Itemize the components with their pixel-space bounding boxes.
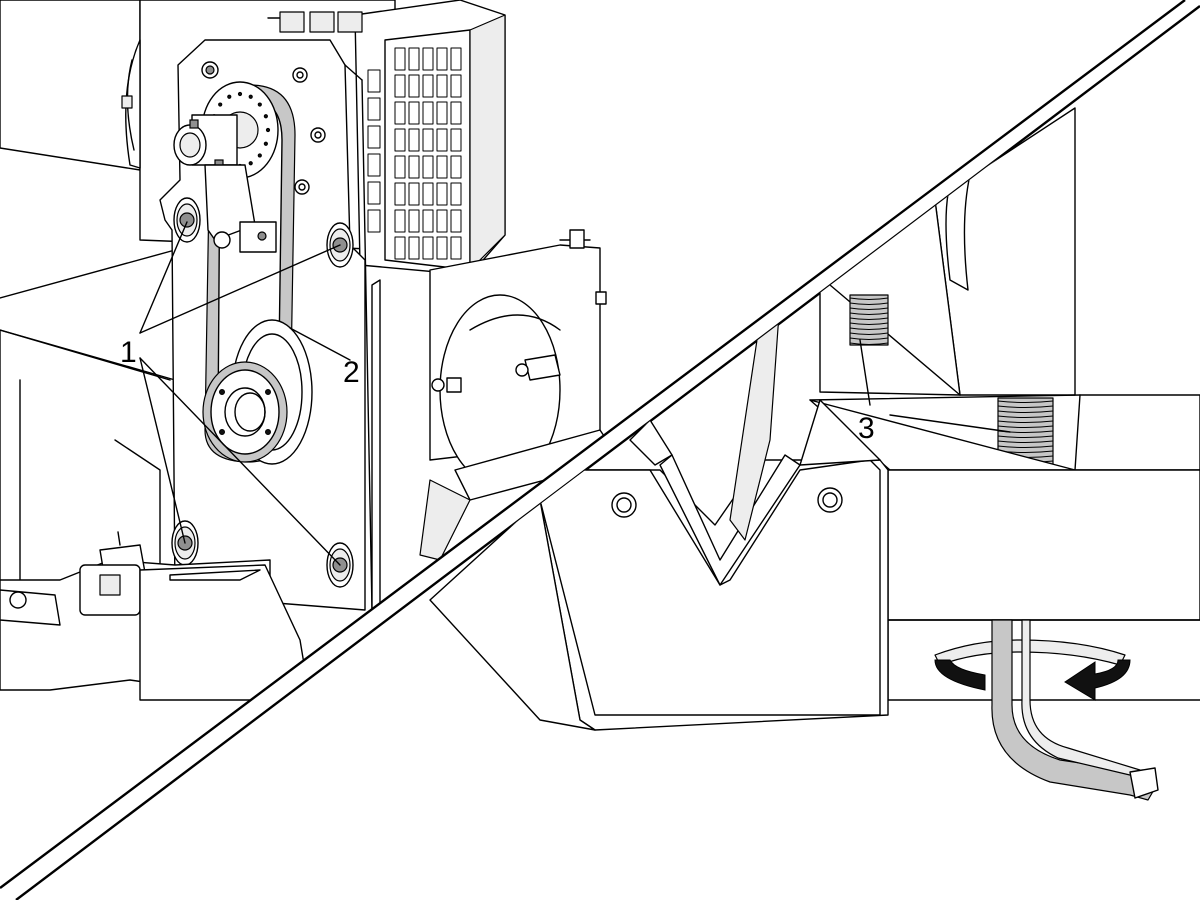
- v-block: [429, 299, 889, 731]
- jack-screw-rear: [849, 294, 889, 346]
- leader-lines-3: [859, 339, 1011, 433]
- vent-guard: [267, 0, 506, 276]
- plate-screws: [201, 61, 326, 195]
- motor-connector: [173, 114, 277, 253]
- lower-bracket: [0, 531, 311, 701]
- right-panel-jack-screw: 3: [429, 107, 1200, 801]
- callout-label-2: 2: [343, 356, 360, 389]
- side-structure: [371, 229, 621, 613]
- callout-label-1: 1: [120, 336, 137, 369]
- panel-divider-left: [0, 0, 1186, 889]
- callout-label-3: 3: [858, 412, 875, 445]
- lower-pulley: [202, 319, 313, 465]
- base-plate: [809, 394, 1200, 701]
- motor-fan-housing: [121, 39, 141, 169]
- upper-block: [819, 107, 1076, 396]
- allen-wrench-icon: [991, 619, 1159, 801]
- leader-lines-1-2: [139, 221, 351, 566]
- rotation-arrow-icon: [934, 639, 1131, 701]
- left-panel-belt-drive: 1 2: [0, 0, 621, 701]
